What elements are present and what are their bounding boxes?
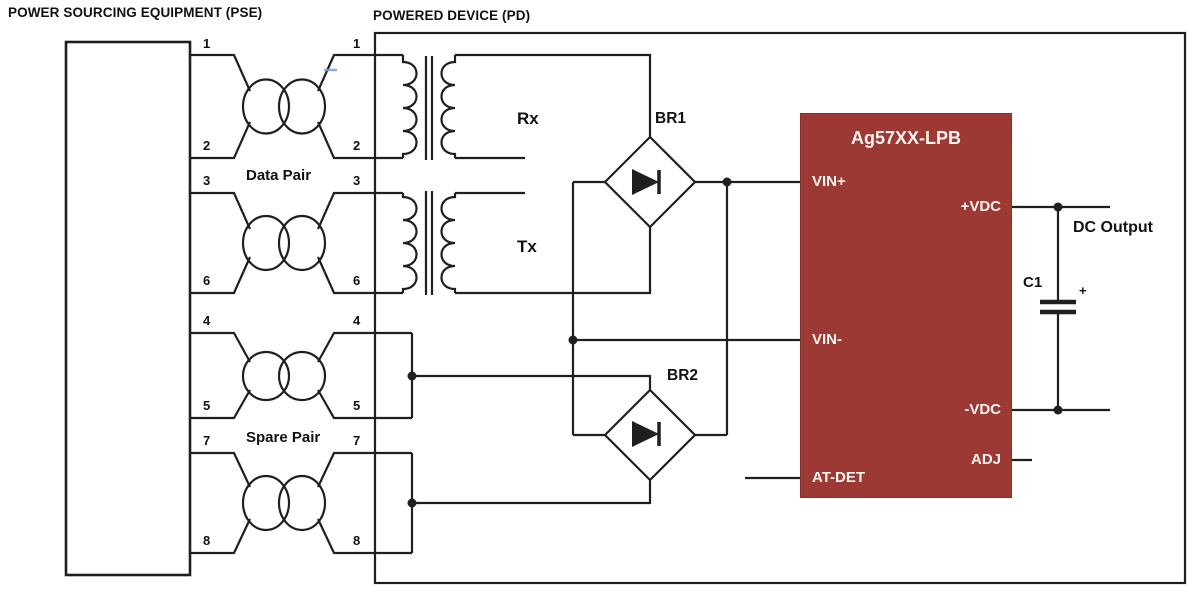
twisted-pair-4-5: [190, 331, 652, 420]
capacitor-c1: [1040, 207, 1076, 410]
bridge-rectifier-br2: [573, 388, 727, 482]
junction-dot: [1053, 202, 1063, 212]
transformer-tx: [401, 191, 652, 295]
rx-label: Rx: [517, 109, 539, 128]
wire-segment: [190, 331, 251, 363]
wire-segment: [316, 191, 403, 230]
chip-pin-adj: ADJ: [970, 451, 1001, 468]
pse-pin-3: 3: [203, 173, 211, 188]
wire-segment: [190, 518, 251, 555]
twist-loop: [241, 474, 291, 532]
output-wires: [1012, 205, 1110, 462]
pse-pin-7: 7: [203, 433, 211, 448]
pd-pin-8: 8: [353, 533, 361, 548]
pse-pin-1: 1: [203, 36, 211, 51]
chip-pin-at-det: AT-DET: [812, 469, 866, 486]
chip-pin-vin-plus: VIN+: [812, 173, 846, 190]
junction-dot: [407, 371, 417, 381]
br2-label: BR2: [667, 367, 699, 384]
wire-segment: [316, 256, 403, 295]
pd-pin-7: 7: [353, 433, 361, 448]
pd-pin-6: 6: [353, 273, 361, 288]
wire-segment: [190, 389, 251, 420]
wire-segment: [317, 518, 412, 555]
twist-loop: [241, 78, 291, 135]
twisted-pair-3-6: [190, 191, 403, 295]
pd-pin-4: 4: [353, 313, 361, 328]
pse-box: [64, 40, 192, 577]
chip-pin-minus-vdc: -VDC: [964, 401, 1001, 418]
pse-pin-4: 4: [203, 313, 211, 328]
wire-to-br2-top: [412, 374, 652, 390]
junction-dot: [568, 335, 578, 345]
chip-pin-vin-minus: VIN-: [812, 331, 842, 348]
secondary-top-lead: [455, 53, 652, 137]
wire-segment: [190, 256, 252, 295]
wire-segment: [316, 121, 403, 160]
wire-segment: [190, 191, 252, 230]
core-lines: [424, 56, 434, 160]
core-lines: [424, 191, 434, 295]
wire-segment: [316, 53, 403, 92]
primary-winding: [401, 55, 418, 158]
wire-segment: [190, 451, 251, 488]
diode-icon: [632, 421, 659, 447]
bridge-rectifier-br1: [573, 135, 800, 229]
wire-segment: [317, 331, 412, 363]
c1-polarity-plus: +: [1079, 283, 1087, 298]
pd-pin-3: 3: [353, 173, 361, 188]
pse-pin-8: 8: [203, 533, 211, 548]
twist-loop: [277, 78, 327, 135]
junction-dot: [722, 177, 732, 187]
secondary-winding: [440, 193, 457, 293]
wire-segment: [317, 451, 412, 488]
c1-label: C1: [1023, 274, 1043, 291]
pd-box: [373, 31, 1187, 585]
twist-loop: [241, 214, 291, 272]
twist-loop: [277, 474, 327, 532]
dc-rail-wires: [571, 182, 800, 480]
twist-loop: [277, 214, 327, 272]
junction-dots: [407, 177, 1063, 508]
pd-pin-2: 2: [353, 138, 361, 153]
dc-output-label: DC Output: [1073, 219, 1153, 236]
pd-pin-5: 5: [353, 398, 361, 413]
primary-winding: [401, 193, 418, 293]
wire-segment: [317, 389, 412, 420]
secondary-bottom-lead: [455, 227, 652, 295]
twisted-pair-7-8: [190, 451, 652, 555]
chip-title: Ag57XX-LPB: [850, 128, 962, 148]
twist-loop: [241, 350, 291, 402]
junction-dot: [1053, 405, 1063, 415]
twist-loop: [277, 350, 327, 402]
pse-pin-6: 6: [203, 273, 211, 288]
twisted-pair-1-2: [190, 53, 403, 160]
wire-segment: [190, 121, 252, 160]
secondary-winding: [440, 55, 457, 158]
pd-pin-1: 1: [353, 36, 361, 51]
chip-pin-plus-vdc: +VDC: [960, 198, 1001, 215]
pse-pin-5: 5: [203, 398, 211, 413]
data-pair-label: Data Pair: [246, 167, 312, 184]
junction-dot: [407, 498, 417, 508]
spare-pair-label: Spare Pair: [246, 429, 321, 446]
wire-segment: [190, 53, 252, 92]
pse-pin-2: 2: [203, 138, 211, 153]
transformer-rx: [401, 53, 652, 160]
diode-icon: [632, 169, 659, 195]
wire-to-br2-bottom: [412, 480, 652, 505]
pd-title: POWERED DEVICE (PD): [373, 8, 531, 23]
pse-title: POWER SOURCING EQUIPMENT (PSE): [8, 5, 263, 20]
br1-label: BR1: [655, 110, 687, 127]
chip-ag57xx-lpb: Ag57XX-LPB VIN+ VIN- AT-DET +VDC -VDC AD…: [800, 113, 1012, 498]
tx-label: Tx: [517, 237, 537, 256]
